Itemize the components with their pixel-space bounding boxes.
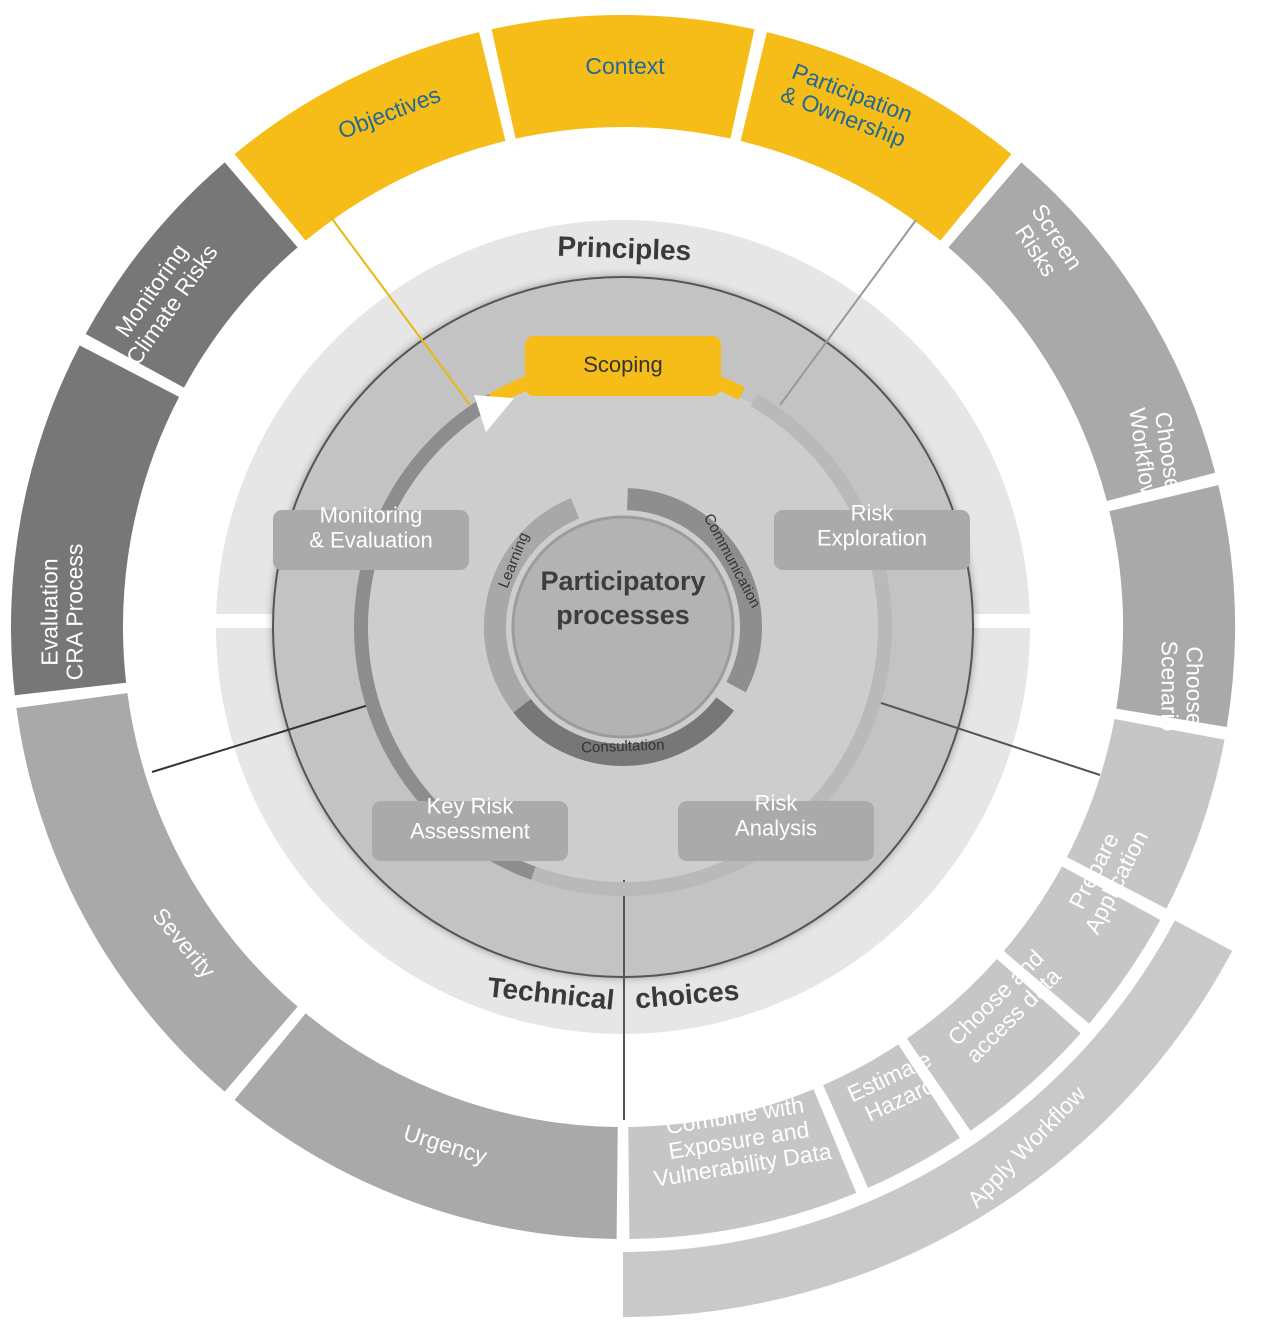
connector-line-2 xyxy=(871,699,1101,776)
small-cycle-communication xyxy=(626,488,762,693)
segment-choose-scenario-shape xyxy=(1066,718,1225,909)
segment-evaluation-cra-label: EvaluationCRA Process xyxy=(37,544,88,681)
connector-line-0 xyxy=(329,215,471,406)
principles-segments xyxy=(234,15,1012,241)
cycle-arc-light xyxy=(531,394,892,896)
segment-evaluation-cra-shape xyxy=(10,345,180,696)
connector-line-1 xyxy=(779,219,917,406)
small-cycle-consultation xyxy=(513,697,735,766)
apply-workflow-band xyxy=(623,920,1233,1317)
small-cycle-learning xyxy=(484,498,580,734)
phase-monitoring-evaluation-label: Monitoring& Evaluation xyxy=(309,503,433,553)
cycle-arrowhead xyxy=(474,395,514,433)
segment-choose-scenario-label: ChooseScenario xyxy=(1157,641,1208,732)
segment-urgency-shape xyxy=(234,1013,618,1239)
segment-choose-access-data-shape xyxy=(906,958,1081,1131)
segment-estimate-hazard-shape xyxy=(823,1044,960,1188)
segment-screen-risks-shape xyxy=(948,162,1216,501)
phase-scoping: Scoping xyxy=(525,336,721,396)
outer-segments-ring xyxy=(10,162,1235,1239)
principle-context-label: Context xyxy=(585,53,665,79)
phase-scoping-label: Scoping xyxy=(583,352,663,377)
segment-combine-data-shape xyxy=(628,1089,857,1239)
segment-choose-workflow-shape xyxy=(1109,485,1235,727)
segment-severity-shape xyxy=(16,693,298,1092)
connector-line-3 xyxy=(151,702,376,773)
center-disc xyxy=(484,488,762,766)
segment-prepare-application-shape xyxy=(1003,866,1161,1024)
segment-monitoring-climate-shape xyxy=(85,162,298,388)
phase-monitoring-evaluation: Monitoring& Evaluation xyxy=(273,503,469,570)
center-circle xyxy=(511,515,735,739)
principle-segment-1 xyxy=(491,15,755,139)
cycle-consultation-label: Consultation xyxy=(581,737,665,757)
principle-segment-2 xyxy=(740,32,1012,241)
connector-lines xyxy=(151,215,1101,1120)
principle-segment-0 xyxy=(234,32,506,241)
principles-title: Principles xyxy=(557,231,692,267)
apply-workflow-band-shape xyxy=(623,920,1233,1317)
